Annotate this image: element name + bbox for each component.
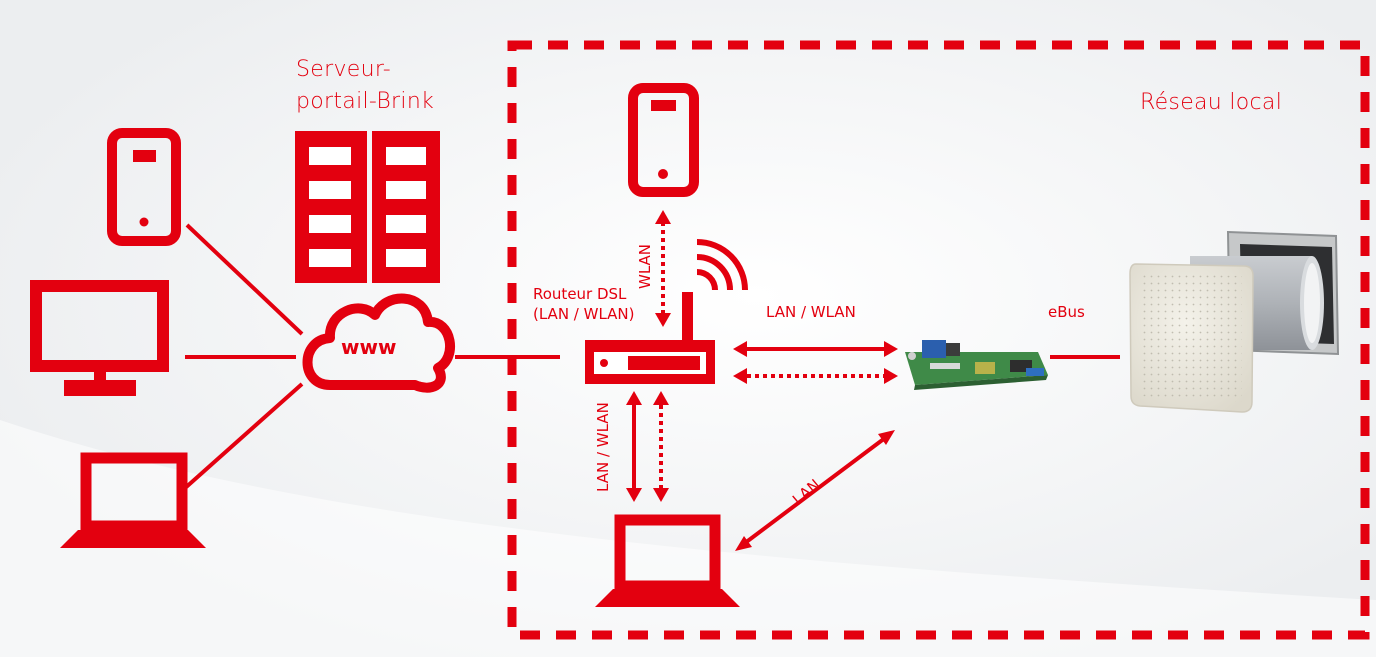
local-network-label: Réseau local — [1140, 90, 1283, 115]
laptop-icon — [60, 452, 206, 548]
wlan-label: WLAN — [636, 243, 654, 289]
cloud-icon — [302, 293, 456, 393]
router-label: Routeur DSL (LAN / WLAN) — [533, 284, 635, 324]
www-label: www — [341, 335, 397, 359]
lan-link-arrow — [735, 430, 895, 551]
lan-wlan-horizontal-label: LAN / WLAN — [766, 303, 856, 321]
smartphone-icon — [628, 83, 699, 197]
router-label-line-1: Routeur DSL — [533, 285, 627, 303]
server-label-line-2: portail-Brink — [296, 89, 435, 114]
laptop-icon — [595, 514, 740, 607]
router-label-line-2: (LAN / WLAN) — [533, 305, 635, 323]
router-icon — [585, 292, 715, 384]
lan-wlan-link-arrows — [733, 341, 898, 384]
server-label: Serveur- portail-Brink — [296, 54, 434, 118]
lan-wlan-vertical-label: LAN / WLAN — [594, 402, 612, 492]
circuit-board-icon — [905, 340, 1048, 390]
monitor-icon — [30, 280, 169, 396]
wifi-signal-icon — [696, 239, 748, 291]
smartphone-icon — [107, 128, 181, 246]
server-rack-icon — [295, 131, 440, 283]
wlan-link-arrow — [655, 210, 671, 327]
server-label-line-1: Serveur- — [296, 57, 392, 82]
router-laptop-link-arrows — [626, 391, 669, 502]
ebus-label: eBus — [1048, 303, 1085, 321]
ventilation-unit-icon — [1129, 230, 1340, 413]
